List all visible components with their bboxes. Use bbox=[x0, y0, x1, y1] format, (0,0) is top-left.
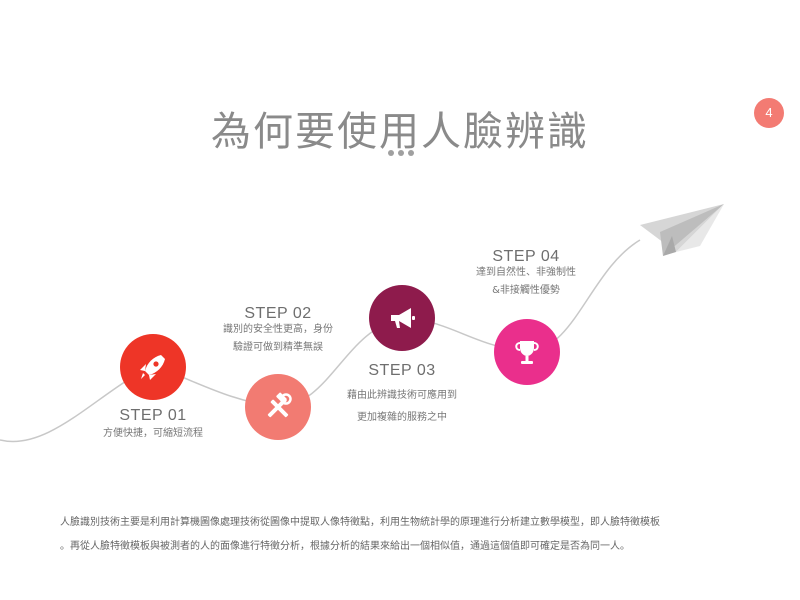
title-dot bbox=[388, 150, 394, 156]
megaphone-icon bbox=[391, 308, 415, 328]
step-03-desc-line: 藉由此辨識技術可應用到 bbox=[347, 390, 457, 401]
step-03-label: STEP 03 bbox=[368, 362, 436, 379]
title-dot bbox=[398, 150, 404, 156]
paper-plane-icon bbox=[640, 204, 724, 256]
step-04-desc-line: &非接觸性優勢 bbox=[492, 285, 560, 296]
step-01-desc-line: 方便快捷，可縮短流程 bbox=[103, 428, 203, 439]
tools-icon bbox=[267, 392, 292, 418]
step-01-circle bbox=[120, 334, 186, 400]
description-line: 。再從人臉特徵模板與被測者的人的面像進行特徵分析，根據分析的結果來給出一個相似值… bbox=[60, 541, 630, 552]
step-02-label: STEP 02 bbox=[244, 305, 312, 322]
step-02-circle bbox=[245, 374, 311, 440]
step-03-desc: 藉由此辨識技術可應用到 更加複雜的服務之中 bbox=[327, 385, 477, 429]
trophy-icon bbox=[515, 341, 539, 364]
description-line: 人臉識別技術主要是利用計算機圖像處理技術從圖像中提取人像特徵點，利用生物統計學的… bbox=[60, 517, 660, 528]
step-04-circle bbox=[494, 319, 560, 385]
rocket-icon bbox=[140, 355, 165, 380]
step-03-desc-line: 更加複雜的服務之中 bbox=[357, 412, 447, 423]
step-02-desc: 識別的安全性更高，身份 驗證可做到精準無誤 bbox=[203, 321, 353, 357]
step-04-desc: 達到自然性、非強制性 &非接觸性優勢 bbox=[451, 264, 601, 300]
title-dot bbox=[408, 150, 414, 156]
step-02-desc-line: 識別的安全性更高，身份 bbox=[223, 324, 333, 335]
step-02-desc-line: 驗證可做到精準無誤 bbox=[233, 342, 323, 353]
title-decoration-dots bbox=[388, 150, 414, 156]
step-01-desc: 方便快捷，可縮短流程 bbox=[78, 425, 228, 443]
page-title: 為何要使用人臉辨識 bbox=[211, 109, 589, 155]
step-04-desc-line: 達到自然性、非強制性 bbox=[476, 267, 576, 278]
page-number-badge: 4 bbox=[754, 98, 784, 128]
step-04-label: STEP 04 bbox=[492, 248, 560, 265]
step-03-circle bbox=[369, 285, 435, 351]
step-01-label: STEP 01 bbox=[119, 407, 187, 424]
description-paragraph: 人臉識別技術主要是利用計算機圖像處理技術從圖像中提取人像特徵點，利用生物統計學的… bbox=[60, 511, 750, 559]
